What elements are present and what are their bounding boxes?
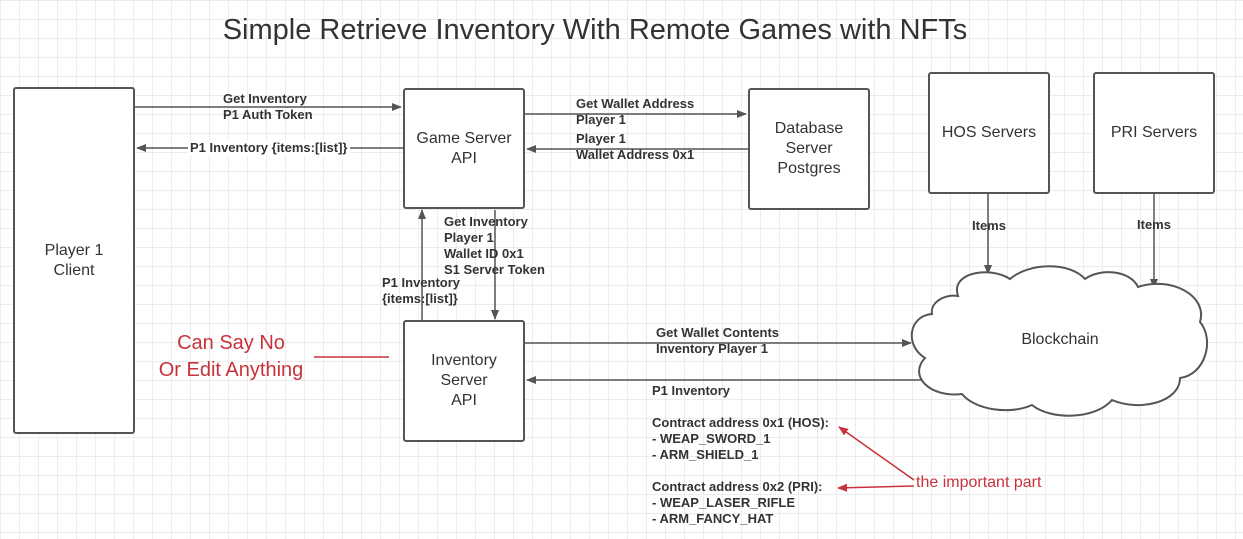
edge-label-hos-items: Items [972,218,1006,233]
edge-label-get-inventory-server-token: Get Inventory Player 1 Wallet ID 0x1 S1 … [444,214,545,277]
blockchain-cloud [910,265,1209,417]
edge-label-wallet-address: Player 1 Wallet Address 0x1 [576,131,695,162]
important-arrow-pri [837,483,915,492]
pri-servers-node: PRI Servers [1093,72,1215,194]
edge-label-get-wallet-address: Get Wallet Address Player 1 [576,96,695,127]
annotation-can-say-no: Can Say No Or Edit Anything [158,332,304,381]
inventory-server-node: Inventory Server API [403,320,525,442]
database-server-node: Database Server Postgres [748,88,870,210]
edge-label-p1-inventory-contracts: P1 Inventory Contract address 0x1 (HOS):… [652,383,829,526]
annotation-important-part: the important part [916,474,1042,491]
diagram-title: Simple Retrieve Inventory With Remote Ga… [222,14,968,46]
hos-servers-node: HOS Servers [928,72,1050,194]
edge-label-get-inventory-auth: Get Inventory P1 Auth Token [223,91,313,122]
player-client-node: Player 1 Client [13,87,135,434]
edge-label-get-wallet-contents: Get Wallet Contents Inventory Player 1 [656,325,780,356]
edge-label-p1-inventory-items: P1 Inventory {items:[list]} [382,275,461,306]
game-server-node: Game Server API [403,88,525,209]
edge-label-pri-items: Items [1137,217,1171,232]
important-arrow-hos [838,426,915,481]
edge-label-p1-inventory-client: P1 Inventory {items:[list]} [188,140,350,156]
blockchain-node-label: Blockchain [1021,331,1099,348]
